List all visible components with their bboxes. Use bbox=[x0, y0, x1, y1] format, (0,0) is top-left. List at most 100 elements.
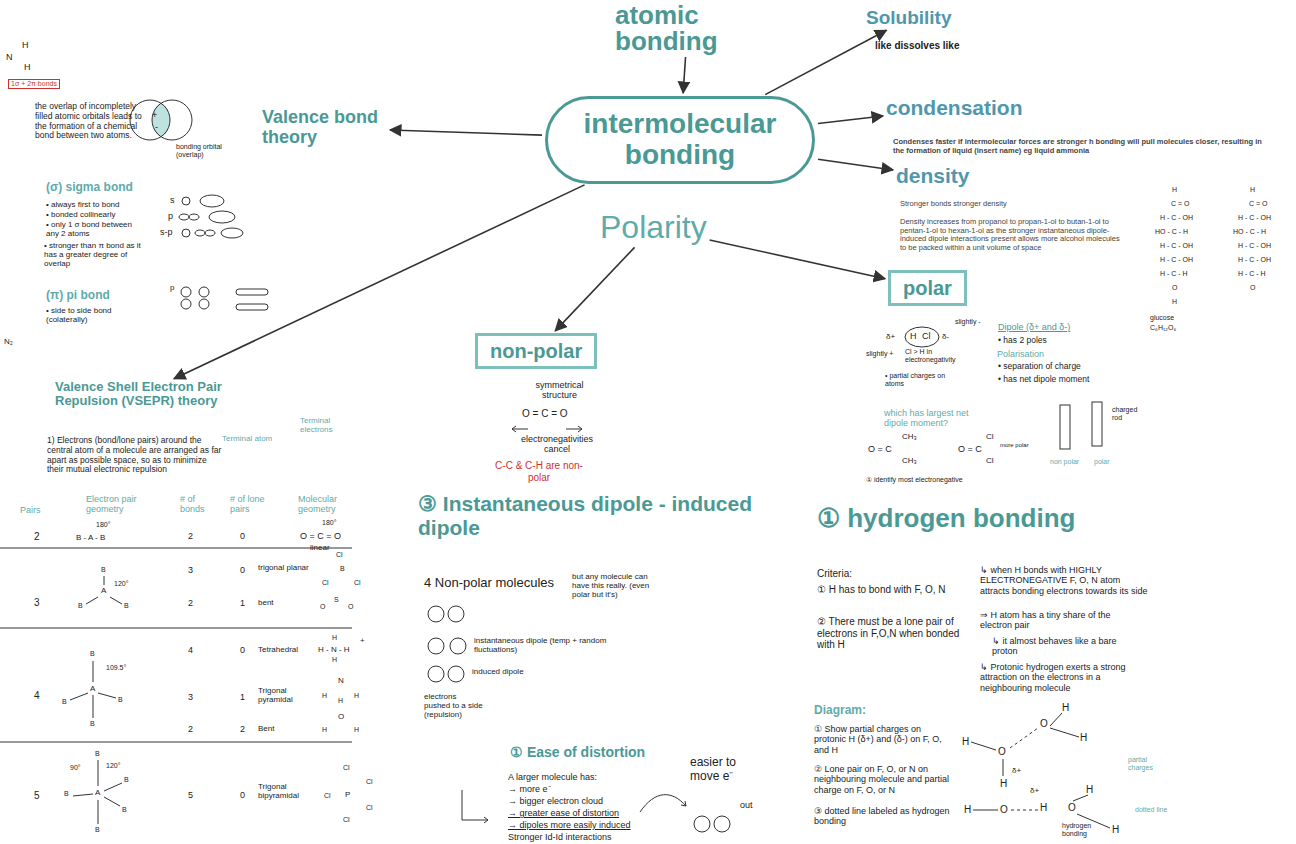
note-text: which has largest net dipole moment? bbox=[884, 408, 994, 429]
note-text: C-C & C-H are non-polar bbox=[494, 460, 584, 483]
note-text: A bbox=[101, 586, 106, 595]
note-text: O = C = O bbox=[300, 531, 341, 541]
sketch-stroke bbox=[448, 606, 464, 622]
branch-arrow bbox=[555, 247, 634, 330]
note-text: 5 bbox=[188, 790, 193, 800]
note-text: hydrogen bonding bbox=[1062, 822, 1107, 838]
note-text: H bbox=[1040, 802, 1047, 814]
note-text: symmetrical structure bbox=[522, 380, 597, 401]
note-text: linear bbox=[310, 543, 330, 552]
note-text: H bbox=[1250, 186, 1255, 194]
note-text: → more e⁻ bbox=[508, 784, 551, 794]
node-text: intermolecular bonding bbox=[564, 109, 796, 171]
note-text: H bbox=[332, 634, 337, 642]
note-text: ↳ when H bonds with HIGHLY ELECTRONEGATI… bbox=[980, 565, 1150, 596]
branch-arrow bbox=[683, 57, 685, 93]
note-text: Cl bbox=[336, 551, 343, 559]
sketch-stroke bbox=[98, 760, 99, 786]
sketch-stroke bbox=[236, 304, 268, 310]
sketch-stroke bbox=[195, 230, 205, 236]
note-text: Cl bbox=[343, 764, 350, 772]
note-text: • only 1 σ bond between any 2 atoms bbox=[46, 220, 138, 238]
sketch-stroke bbox=[566, 426, 582, 432]
note-text: O = C bbox=[958, 444, 982, 454]
note-text: Condenses faster if intermolecular force… bbox=[893, 138, 1268, 155]
sketch-stroke bbox=[1003, 759, 1004, 776]
note-text: H bbox=[22, 40, 29, 50]
note-text: H bbox=[332, 656, 337, 664]
sketch-stroke bbox=[221, 228, 243, 238]
note-text: H - C - OH bbox=[1238, 214, 1271, 222]
note-text: bonding orbital (overlap) bbox=[176, 143, 234, 159]
note-text: H bbox=[1086, 784, 1093, 796]
note-text: H bbox=[964, 804, 971, 816]
sketch-stroke bbox=[236, 289, 268, 295]
sketch-stroke bbox=[640, 795, 686, 812]
note-text: easier to move e⁻ bbox=[690, 756, 745, 784]
note-text: 1 bbox=[240, 692, 245, 702]
note-text: Cl bbox=[324, 792, 331, 800]
note-text: Trigonal bipyramidal bbox=[258, 782, 316, 800]
note-text: O bbox=[998, 746, 1006, 758]
note-text: HO - C - H bbox=[1233, 228, 1266, 236]
note-text: H bbox=[1062, 702, 1069, 714]
note-text: electronegativities cancel bbox=[512, 434, 602, 455]
note-text: O bbox=[348, 603, 353, 611]
sketch-stroke bbox=[1050, 728, 1079, 737]
note-text: Stronger Id-Id interactions bbox=[508, 832, 612, 842]
note-text: O bbox=[320, 603, 325, 611]
sketch-stroke bbox=[512, 426, 528, 432]
note-text: O bbox=[1040, 718, 1048, 730]
sketch-stroke bbox=[205, 230, 215, 236]
note-text: H bbox=[910, 331, 917, 341]
note-text: 1 bbox=[240, 598, 245, 608]
note-text: (π) pi bond bbox=[46, 289, 110, 303]
sketch-stroke bbox=[152, 104, 170, 136]
note-text: O bbox=[1250, 284, 1255, 292]
branch-arrow bbox=[710, 240, 885, 279]
note-text: • has net dipole moment bbox=[998, 375, 1089, 385]
note-text: 0 bbox=[240, 645, 245, 655]
note-text: CH₃ bbox=[902, 432, 917, 441]
sketch-stroke bbox=[189, 214, 199, 220]
note-text: • partial charges on atoms bbox=[885, 372, 960, 388]
note-text: B bbox=[124, 776, 129, 784]
note-text: ① hydrogen bonding bbox=[817, 504, 1075, 534]
note-text: 1) Electrons (bond/lone pairs) around th… bbox=[47, 436, 222, 475]
note-text: • bonded collinearly bbox=[46, 210, 116, 219]
node-text: polar bbox=[903, 277, 952, 299]
note-text: 109.5° bbox=[106, 664, 126, 672]
sketch-stroke bbox=[1011, 810, 1038, 811]
note-text: 120° bbox=[114, 580, 128, 588]
note-text: O = C = O bbox=[522, 408, 568, 420]
note-text: 5 bbox=[34, 790, 40, 802]
note-text: B bbox=[118, 696, 123, 704]
note-text: out bbox=[740, 800, 753, 810]
topic-heading: atomic bonding bbox=[615, 2, 760, 54]
note-text: 2 bbox=[34, 531, 40, 543]
node-text: Valence bond theory bbox=[262, 108, 387, 148]
sketch-stroke bbox=[1050, 713, 1062, 726]
note-text: S bbox=[334, 596, 339, 604]
topic-heading: condensation bbox=[886, 96, 1023, 119]
note-text: Terminal electrons bbox=[300, 416, 355, 434]
sketch-stroke bbox=[448, 666, 464, 682]
note-text: s-p bbox=[160, 227, 173, 237]
note-text: B bbox=[64, 790, 69, 798]
note-text: 180° bbox=[96, 521, 110, 529]
note-text: Electron pair geometry bbox=[86, 494, 161, 515]
note-text: H bbox=[1172, 186, 1177, 194]
branch-arrow bbox=[390, 130, 542, 135]
note-text: ⇒ H atom has a tiny share of the electro… bbox=[980, 610, 1145, 631]
note-text: • side to side bond (colaterally) bbox=[46, 306, 141, 324]
note-text: slightly - bbox=[955, 318, 981, 326]
note-text: P bbox=[345, 790, 350, 799]
topic-heading: Valence bond theory bbox=[262, 108, 387, 148]
note-text: A bbox=[90, 684, 95, 693]
note-text: bent bbox=[258, 598, 274, 607]
note-text: polar bbox=[1094, 458, 1110, 466]
note-text: 0 bbox=[240, 790, 245, 800]
note-text: trigonal planar bbox=[258, 563, 309, 572]
note-text: dotted line bbox=[1135, 806, 1167, 814]
